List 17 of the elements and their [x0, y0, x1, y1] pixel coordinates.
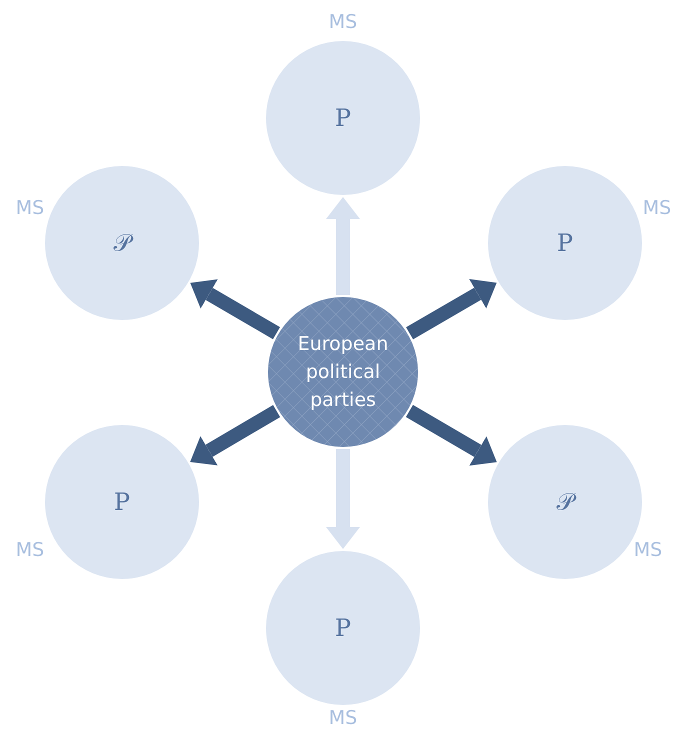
member-state-label: MS	[16, 539, 44, 561]
member-state-label: MS	[16, 197, 44, 219]
arrow	[190, 405, 280, 466]
arrow	[406, 404, 497, 466]
party-letter: P	[114, 487, 130, 518]
arrow	[190, 279, 280, 340]
arrow	[406, 279, 497, 340]
party-letter: P	[334, 613, 352, 644]
party-letter: P	[334, 103, 352, 134]
arrow	[326, 197, 360, 295]
member-state-label: MS	[328, 11, 358, 33]
member-state-label: MS	[634, 539, 662, 561]
party-letter: P	[556, 228, 574, 259]
member-state-label: MS	[328, 707, 358, 729]
node-label: European political parties	[296, 332, 390, 413]
arrow	[326, 449, 360, 549]
member-state-label: MS	[642, 197, 672, 219]
